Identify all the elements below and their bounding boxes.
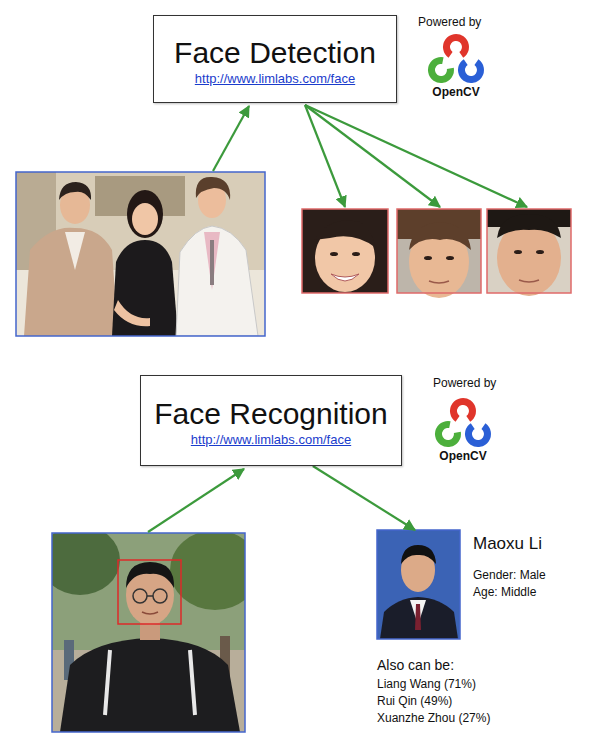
opencv-logo — [443, 34, 469, 60]
portrait-photo — [153, 589, 167, 603]
face-crop — [352, 252, 360, 256]
logo-word: OpenCV — [432, 85, 479, 100]
flow-arrow — [305, 105, 527, 207]
portrait-photo — [133, 589, 147, 603]
face-crop — [409, 222, 471, 250]
url-link: http://www.limlabs.com/face — [195, 71, 355, 87]
logo-word: OpenCV — [439, 449, 486, 464]
id-photo — [415, 604, 421, 630]
face-crop — [514, 250, 522, 254]
group-photo — [112, 240, 178, 336]
group-photo — [210, 240, 214, 285]
flow-arrow — [148, 469, 244, 532]
opencv-logo — [450, 398, 476, 424]
face-crop — [487, 209, 571, 293]
box-title: Face Recognition — [154, 396, 387, 432]
face-crop — [302, 209, 388, 293]
flow-arrow — [313, 466, 415, 530]
attribute-line: Gender: Male — [473, 568, 546, 583]
group-photo — [176, 226, 258, 336]
portrait-photo — [147, 595, 153, 597]
face-crop — [487, 209, 571, 296]
photo-frame — [16, 172, 265, 336]
portrait-photo — [105, 650, 195, 715]
face-crop — [314, 220, 376, 248]
group-photo — [65, 232, 85, 270]
face-crop — [429, 281, 449, 283]
face-crop — [331, 274, 359, 281]
id-photo — [377, 530, 460, 639]
face-crop — [397, 209, 481, 293]
url-link: http://www.limlabs.com/face — [191, 432, 351, 448]
opencv-logo — [437, 398, 491, 447]
face-crop — [536, 250, 544, 254]
photo-frame — [52, 533, 245, 732]
id-photo — [401, 545, 436, 564]
group-photo — [196, 177, 230, 200]
candidate-line: Rui Qin (49%) — [377, 694, 452, 709]
flow-arrow — [213, 106, 249, 171]
group-photo — [16, 172, 265, 336]
opencv-logo — [430, 34, 484, 83]
id-photo — [380, 597, 458, 639]
attribute-line: Age: Middle — [473, 585, 536, 600]
group-photo — [59, 182, 91, 200]
box-title: Face Detection — [174, 35, 376, 71]
caption-text: Powered by — [433, 376, 496, 391]
group-photo — [127, 190, 163, 238]
opencv-logo — [437, 423, 459, 445]
photo-frame — [377, 530, 460, 639]
face-crop — [397, 209, 481, 298]
opencv-logo — [465, 421, 491, 447]
opencv-logo — [430, 59, 452, 81]
portrait-photo — [142, 612, 158, 614]
face-crop — [302, 209, 388, 293]
process-box: Face Detectionhttp://www.limlabs.com/fac… — [153, 15, 397, 103]
face-marker — [118, 560, 181, 624]
candidate-line: Liang Wang (71%) — [377, 677, 476, 692]
portrait-photo — [52, 533, 245, 732]
id-photo — [377, 530, 460, 639]
group-photo — [114, 300, 150, 326]
face-crop — [424, 256, 432, 260]
face-crop — [519, 280, 539, 282]
caption-text: Powered by — [418, 15, 481, 30]
result-card: Maoxu Li Gender: MaleAge: Middle — [377, 530, 560, 639]
opencv-logo — [458, 57, 484, 83]
portrait-photo — [60, 638, 240, 732]
process-box: Face Recognitionhttp://www.limlabs.com/f… — [140, 375, 401, 466]
group-photo — [204, 232, 220, 290]
face-crop — [330, 252, 338, 256]
face-crop — [446, 256, 454, 260]
person-name: Maoxu Li — [473, 534, 542, 554]
flow-arrow — [305, 105, 440, 207]
group-photo — [16, 172, 265, 336]
candidate-line: Xuanzhe Zhou (27%) — [377, 711, 490, 726]
face-crop — [497, 214, 561, 238]
group-photo — [132, 203, 158, 235]
portrait-photo — [52, 533, 120, 595]
portrait-photo — [126, 562, 174, 588]
face-crop — [302, 209, 388, 293]
flow-arrow — [148, 105, 527, 532]
group-photo — [24, 228, 118, 336]
list-heading: Also can be: — [377, 657, 454, 674]
